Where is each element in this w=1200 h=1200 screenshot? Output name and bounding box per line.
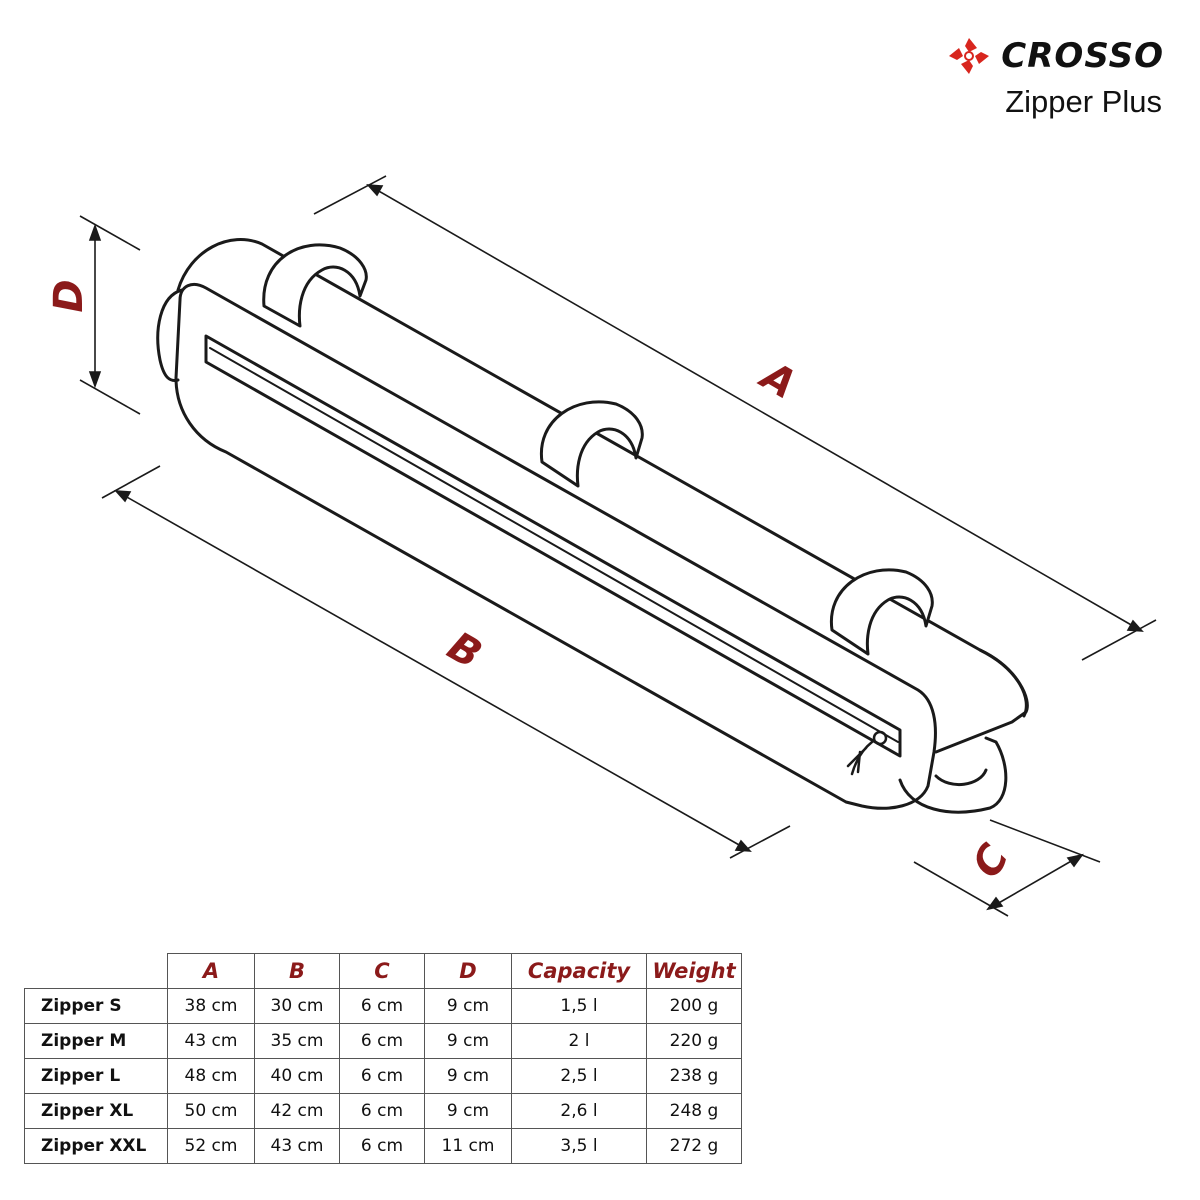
cell-d: 9 cm — [424, 988, 512, 1024]
table-header-capacity: Capacity — [511, 953, 647, 989]
bag-end-cap — [934, 648, 1029, 754]
cell-capacity: 2,6 l — [511, 1093, 647, 1129]
cell-d: 9 cm — [424, 1093, 512, 1129]
table-header-b: B — [254, 953, 340, 989]
zipper-pull — [846, 730, 888, 776]
cell-a: 43 cm — [167, 1023, 255, 1059]
cell-c: 6 cm — [339, 988, 425, 1024]
cell-b: 43 cm — [254, 1128, 340, 1164]
cell-b: 35 cm — [254, 1023, 340, 1059]
table-row: Zipper S 38 cm 30 cm 6 cm 9 cm 1,5 l 200… — [24, 988, 742, 1024]
cell-c: 6 cm — [339, 1093, 425, 1129]
velcro-strap-3 — [829, 568, 934, 656]
bag-side-panel — [174, 283, 937, 810]
table-row: Zipper M 43 cm 35 cm 6 cm 9 cm 2 l 220 g — [24, 1023, 742, 1059]
dimension-label-b: B — [440, 623, 489, 678]
table-header-blank — [24, 953, 168, 989]
cell-a: 48 cm — [167, 1058, 255, 1094]
bag-top-surface — [176, 238, 1028, 718]
table-row: Zipper XL 50 cm 42 cm 6 cm 9 cm 2,6 l 24… — [24, 1093, 742, 1129]
cell-weight: 200 g — [646, 988, 742, 1024]
table-row: Zipper XXL 52 cm 43 cm 6 cm 11 cm 3,5 l … — [24, 1128, 742, 1164]
table-header-a: A — [167, 953, 255, 989]
row-name: Zipper XL — [24, 1093, 168, 1129]
cell-d: 9 cm — [424, 1058, 512, 1094]
cell-c: 6 cm — [339, 1128, 425, 1164]
cell-c: 6 cm — [339, 1023, 425, 1059]
cell-weight: 220 g — [646, 1023, 742, 1059]
velcro-strap-2 — [539, 400, 644, 488]
row-name: Zipper XXL — [24, 1128, 168, 1164]
table-header-c: C — [339, 953, 425, 989]
cell-capacity: 1,5 l — [511, 988, 647, 1024]
size-table: A B C D Capacity Weight Zipper S 38 cm 3… — [24, 953, 742, 1164]
row-name: Zipper L — [24, 1058, 168, 1094]
cell-d: 11 cm — [424, 1128, 512, 1164]
cell-capacity: 2 l — [511, 1023, 647, 1059]
table-header-row: A B C D Capacity Weight — [24, 953, 742, 989]
cell-c: 6 cm — [339, 1058, 425, 1094]
rear-strap — [156, 288, 184, 382]
brand-block: CROSSO Zipper Plus — [904, 34, 1164, 120]
row-name: Zipper S — [24, 988, 168, 1024]
bag-diagram: D A B C — [46, 175, 1157, 917]
cell-a: 52 cm — [167, 1128, 255, 1164]
table-header-weight: Weight — [646, 953, 742, 989]
cell-b: 40 cm — [254, 1058, 340, 1094]
brand-logo-text: CROSSO — [1001, 36, 1164, 76]
cell-weight: 238 g — [646, 1058, 742, 1094]
table-header-d: D — [424, 953, 512, 989]
crosso-logo-icon — [949, 38, 990, 74]
table-row: Zipper L 48 cm 40 cm 6 cm 9 cm 2,5 l 238… — [24, 1058, 742, 1094]
product-name: Zipper Plus — [1005, 84, 1162, 119]
zipper-line — [209, 347, 899, 743]
dimension-label-a: A — [751, 352, 803, 409]
cell-a: 50 cm — [167, 1093, 255, 1129]
cell-weight: 272 g — [646, 1128, 742, 1164]
cell-weight: 248 g — [646, 1093, 742, 1129]
brand-logo: CROSSO — [904, 34, 1164, 78]
cell-capacity: 3,5 l — [511, 1128, 647, 1164]
cell-capacity: 2,5 l — [511, 1058, 647, 1094]
cell-d: 9 cm — [424, 1023, 512, 1059]
dimension-label-d: D — [46, 279, 92, 312]
dimension-label-c: C — [964, 836, 1019, 885]
zipper-track — [204, 334, 902, 758]
cell-b: 30 cm — [254, 988, 340, 1024]
cell-b: 42 cm — [254, 1093, 340, 1129]
velcro-strap-1 — [262, 243, 368, 328]
front-strap — [898, 736, 1008, 814]
row-name: Zipper M — [24, 1023, 168, 1059]
cell-a: 38 cm — [167, 988, 255, 1024]
